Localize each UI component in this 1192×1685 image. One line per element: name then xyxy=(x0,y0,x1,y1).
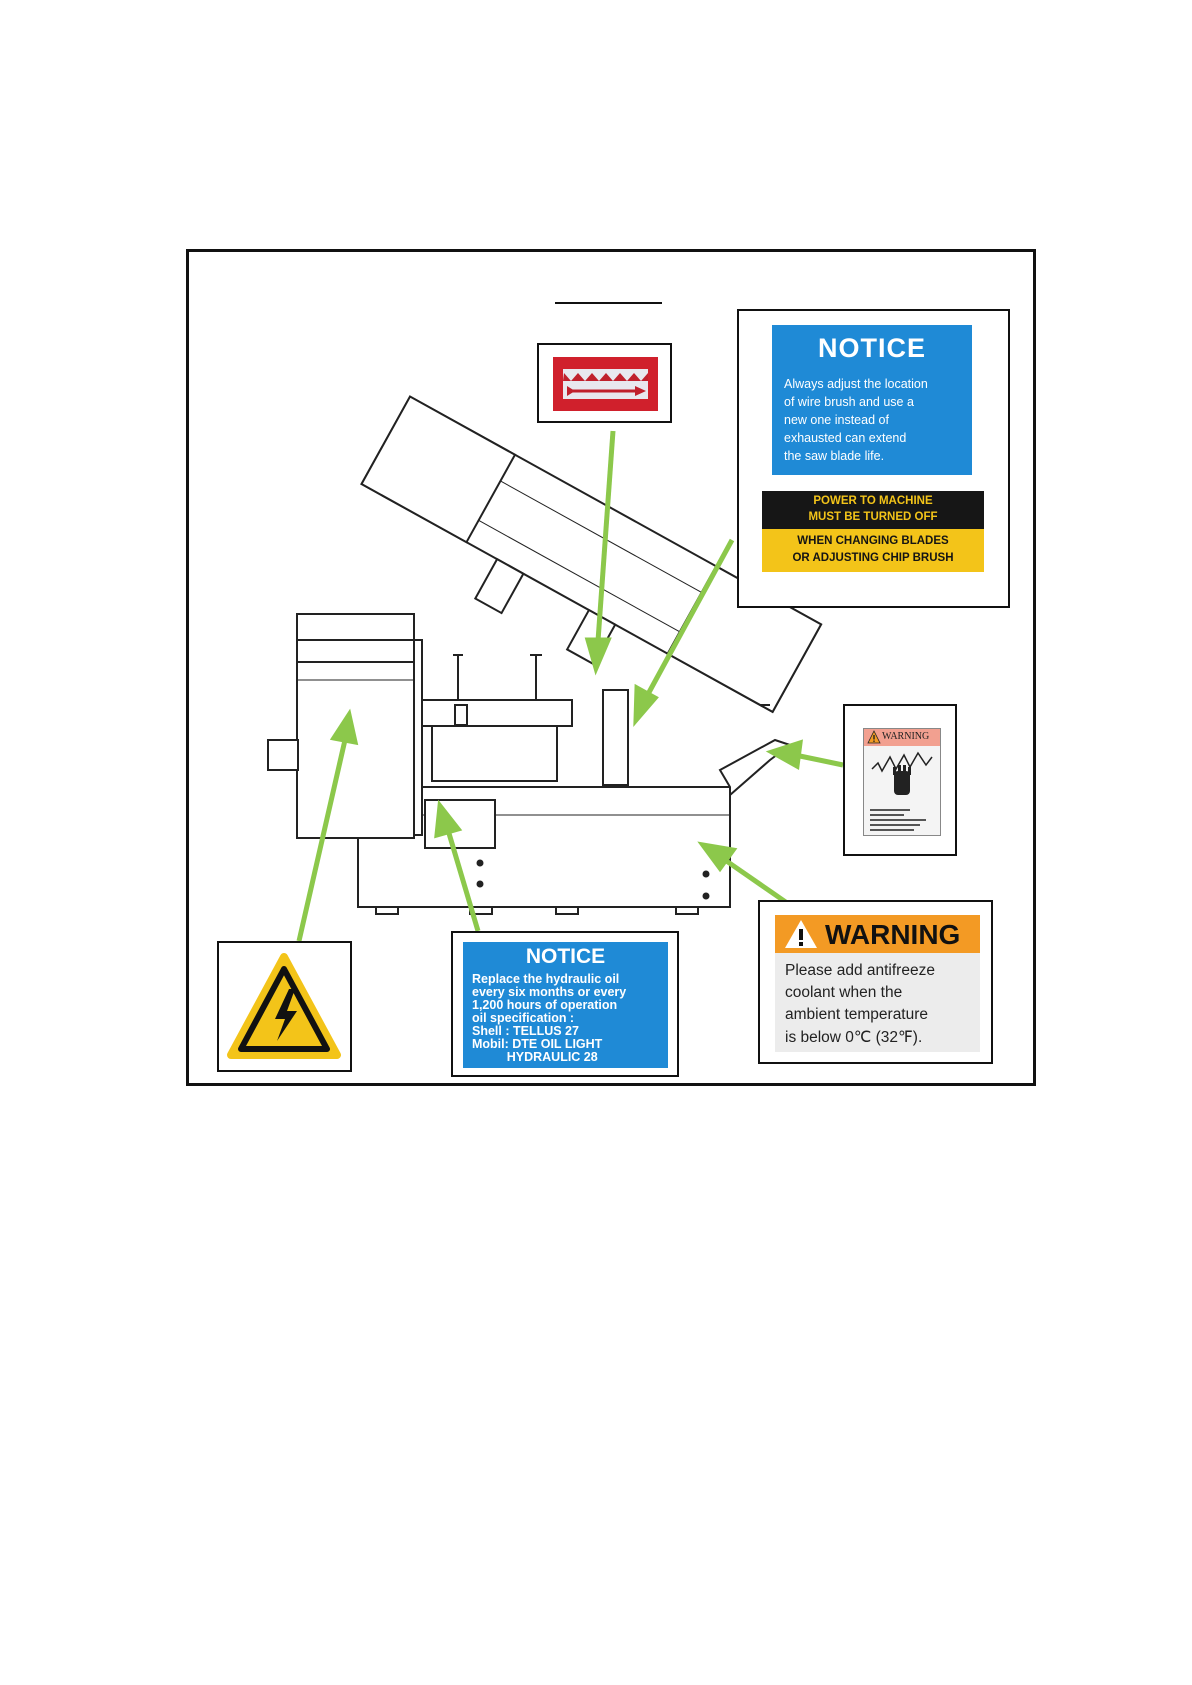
chip-hazard-warning: WARNING xyxy=(843,704,957,856)
arrow-antifreeze xyxy=(723,857,792,908)
hydraulic-notice-heading: NOTICE xyxy=(525,945,606,968)
notice-line: Always adjust the location xyxy=(784,377,928,391)
electric-shock-icon xyxy=(227,953,341,1059)
hand-chip-icon xyxy=(870,751,933,831)
callout-arrows xyxy=(296,430,844,942)
notice-line: new one instead of xyxy=(784,413,889,427)
notice-line: the saw blade life. xyxy=(784,449,885,463)
arrow-blade-direction xyxy=(595,430,616,642)
hydraulic-line: Replace the hydraulic oil xyxy=(472,972,620,986)
power-line: WHEN CHANGING BLADES xyxy=(797,535,949,547)
blade-direction-icon xyxy=(563,373,648,396)
control-cabinet xyxy=(296,613,415,839)
hydraulic-line: HYDRAULIC 28 xyxy=(472,1050,598,1064)
warning-line: coolant when the xyxy=(785,984,903,1001)
hydraulic-line: Mobil: DTE OIL LIGHT xyxy=(472,1037,603,1051)
chip-warning-heading: WARNING xyxy=(882,731,930,742)
antifreeze-warning: WARNING Please add antifreeze coolant wh… xyxy=(758,900,993,1064)
arrow-electrical xyxy=(296,739,348,942)
arrow-chip-warning xyxy=(794,752,844,768)
hydraulic-line: oil specification : xyxy=(472,1011,575,1025)
hydraulic-line: 1,200 hours of operation xyxy=(472,998,618,1012)
warning-line: ambient temperature xyxy=(785,1006,929,1023)
power-line: MUST BE TURNED OFF xyxy=(808,511,938,523)
notice-line: exhausted can extend xyxy=(784,431,907,445)
hydraulic-line: every six months or every xyxy=(472,985,627,999)
warning-triangle-icon xyxy=(867,730,881,744)
notice-line: of wire brush and use a xyxy=(784,395,914,409)
warning-line: Please add antifreeze xyxy=(785,962,935,979)
arrow-hydraulic xyxy=(445,829,481,932)
power-off-warning: POWER TO MACHINE MUST BE TURNED OFF WHEN… xyxy=(762,491,984,572)
electrical-hazard-label xyxy=(217,941,352,1072)
arrow-wire-brush xyxy=(644,538,735,698)
bandsaw-machine xyxy=(267,395,823,915)
blade-direction-label xyxy=(537,343,672,423)
power-line: OR ADJUSTING CHIP BRUSH xyxy=(792,552,954,564)
wire-brush-notice: NOTICE Always adjust the location of wir… xyxy=(772,325,972,475)
vise xyxy=(421,699,573,727)
power-line: POWER TO MACHINE xyxy=(813,495,933,507)
hydraulic-cylinder xyxy=(602,689,629,786)
warning-line: is below 0℃ (32℉). xyxy=(785,1029,923,1046)
hydraulic-oil-notice: NOTICE Replace the hydraulic oil every s… xyxy=(451,931,679,1077)
warning-triangle-icon xyxy=(785,920,817,948)
antifreeze-warning-heading: WARNING xyxy=(825,919,961,950)
hydraulic-line: Shell : TELLUS 27 xyxy=(472,1024,579,1038)
wire-brush-notice-group: NOTICE Always adjust the location of wir… xyxy=(737,309,1010,608)
notice-heading: NOTICE xyxy=(817,333,926,363)
